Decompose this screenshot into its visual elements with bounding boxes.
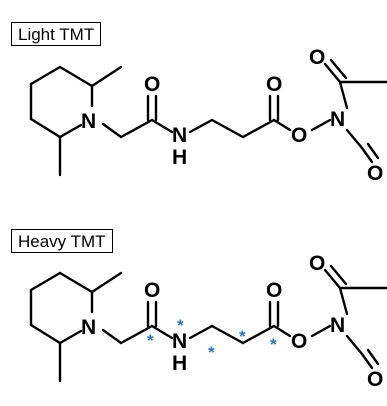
ch2-carbonyl-bond (119, 324, 154, 345)
amide-oxygen-atom: O (144, 73, 160, 96)
amide-oxygen-atom: O (144, 279, 160, 302)
imide-carbonyl-double-bond (323, 62, 342, 84)
amide-nitrogen-atom: N (172, 124, 187, 147)
imide-carbonyl-double-bond (329, 58, 348, 80)
succinimide-ring (323, 58, 387, 164)
light-tmt-structure: N O N H O O N O O (29, 46, 387, 185)
imide-oxygen-atom-top: O (309, 46, 325, 69)
ring-bond (58, 329, 83, 345)
heavy-tmt-label: Heavy TMT (11, 229, 113, 253)
light-tmt-label: Light TMT (11, 22, 102, 46)
ring-bond (58, 271, 94, 294)
isotope-marker-carbonyl-carbon: * (147, 331, 154, 350)
amide-hydrogen-atom: H (172, 352, 187, 375)
ring-bond (29, 65, 62, 86)
isotope-marker-amide-nitrogen: * (177, 316, 184, 335)
ch2-ester-carbonyl-bond (241, 118, 276, 139)
ring-bond (338, 80, 349, 110)
isotope-marker-ester-carbon: * (270, 335, 277, 354)
imide-carbonyl-double-bond (366, 348, 380, 366)
nh-ch2-bond (188, 324, 214, 340)
imide-carbonyl-double-bond (323, 268, 342, 290)
amide-nitrogen-atom: N (172, 330, 187, 353)
n-ch2-bond (101, 122, 123, 139)
ring-bond (29, 117, 62, 139)
imide-carbonyl-double-bond (360, 352, 374, 370)
imide-carbonyl-double-bond (329, 264, 348, 286)
methyl-bond-top (90, 271, 123, 294)
ester-oxygen-atom: O (291, 124, 307, 147)
ring-bond (29, 323, 62, 345)
carbonyl-o-bond (272, 324, 292, 338)
piperidine-nitrogen-atom: N (81, 110, 96, 133)
carbonyl-o-bond (272, 118, 292, 132)
imide-nitrogen-atom: N (330, 314, 345, 337)
n-ch2-bond (101, 328, 123, 345)
imide-nitrogen-atom: N (330, 108, 345, 131)
ring-bond (58, 65, 94, 88)
o-n-bond (310, 324, 332, 338)
carbonyl-nh-bond (150, 118, 174, 134)
methyl-bond-top (90, 65, 123, 88)
succinimide-ring (323, 264, 387, 370)
ester-carbonyl-oxygen-atom: O (266, 73, 282, 96)
piperidine-nitrogen-atom: N (81, 316, 96, 339)
ch2-ch2-bond (210, 324, 245, 345)
heavy-tmt-structure: N O N H O O N O O * * * * * (29, 252, 387, 391)
ring-bond (338, 286, 349, 316)
ring-bond (345, 334, 364, 356)
imide-oxygen-atom-top: O (309, 252, 325, 275)
imide-carbonyl-double-bond (366, 142, 380, 160)
ch2-ch2-bond (210, 118, 245, 139)
isotope-marker-ch2-alpha: * (208, 343, 215, 362)
piperidine-ring (29, 65, 94, 139)
amide-hydrogen-atom: H (172, 146, 187, 169)
ester-oxygen-atom: O (291, 330, 307, 353)
o-n-bond (310, 118, 332, 132)
ester-carbonyl-oxygen-atom: O (266, 279, 282, 302)
ring-bond (345, 128, 364, 150)
imide-carbonyl-double-bond (360, 146, 374, 164)
ch2-carbonyl-bond (119, 118, 154, 139)
ch2-ester-carbonyl-bond (241, 324, 276, 345)
nh-ch2-bond (188, 118, 214, 134)
ring-bond (58, 123, 83, 139)
isotope-marker-ch2-beta: * (239, 327, 246, 346)
carbonyl-nh-bond (150, 324, 174, 340)
imide-oxygen-atom-bottom: O (367, 368, 383, 391)
ring-bond (29, 271, 62, 292)
piperidine-ring (29, 271, 94, 345)
imide-oxygen-atom-bottom: O (367, 162, 383, 185)
